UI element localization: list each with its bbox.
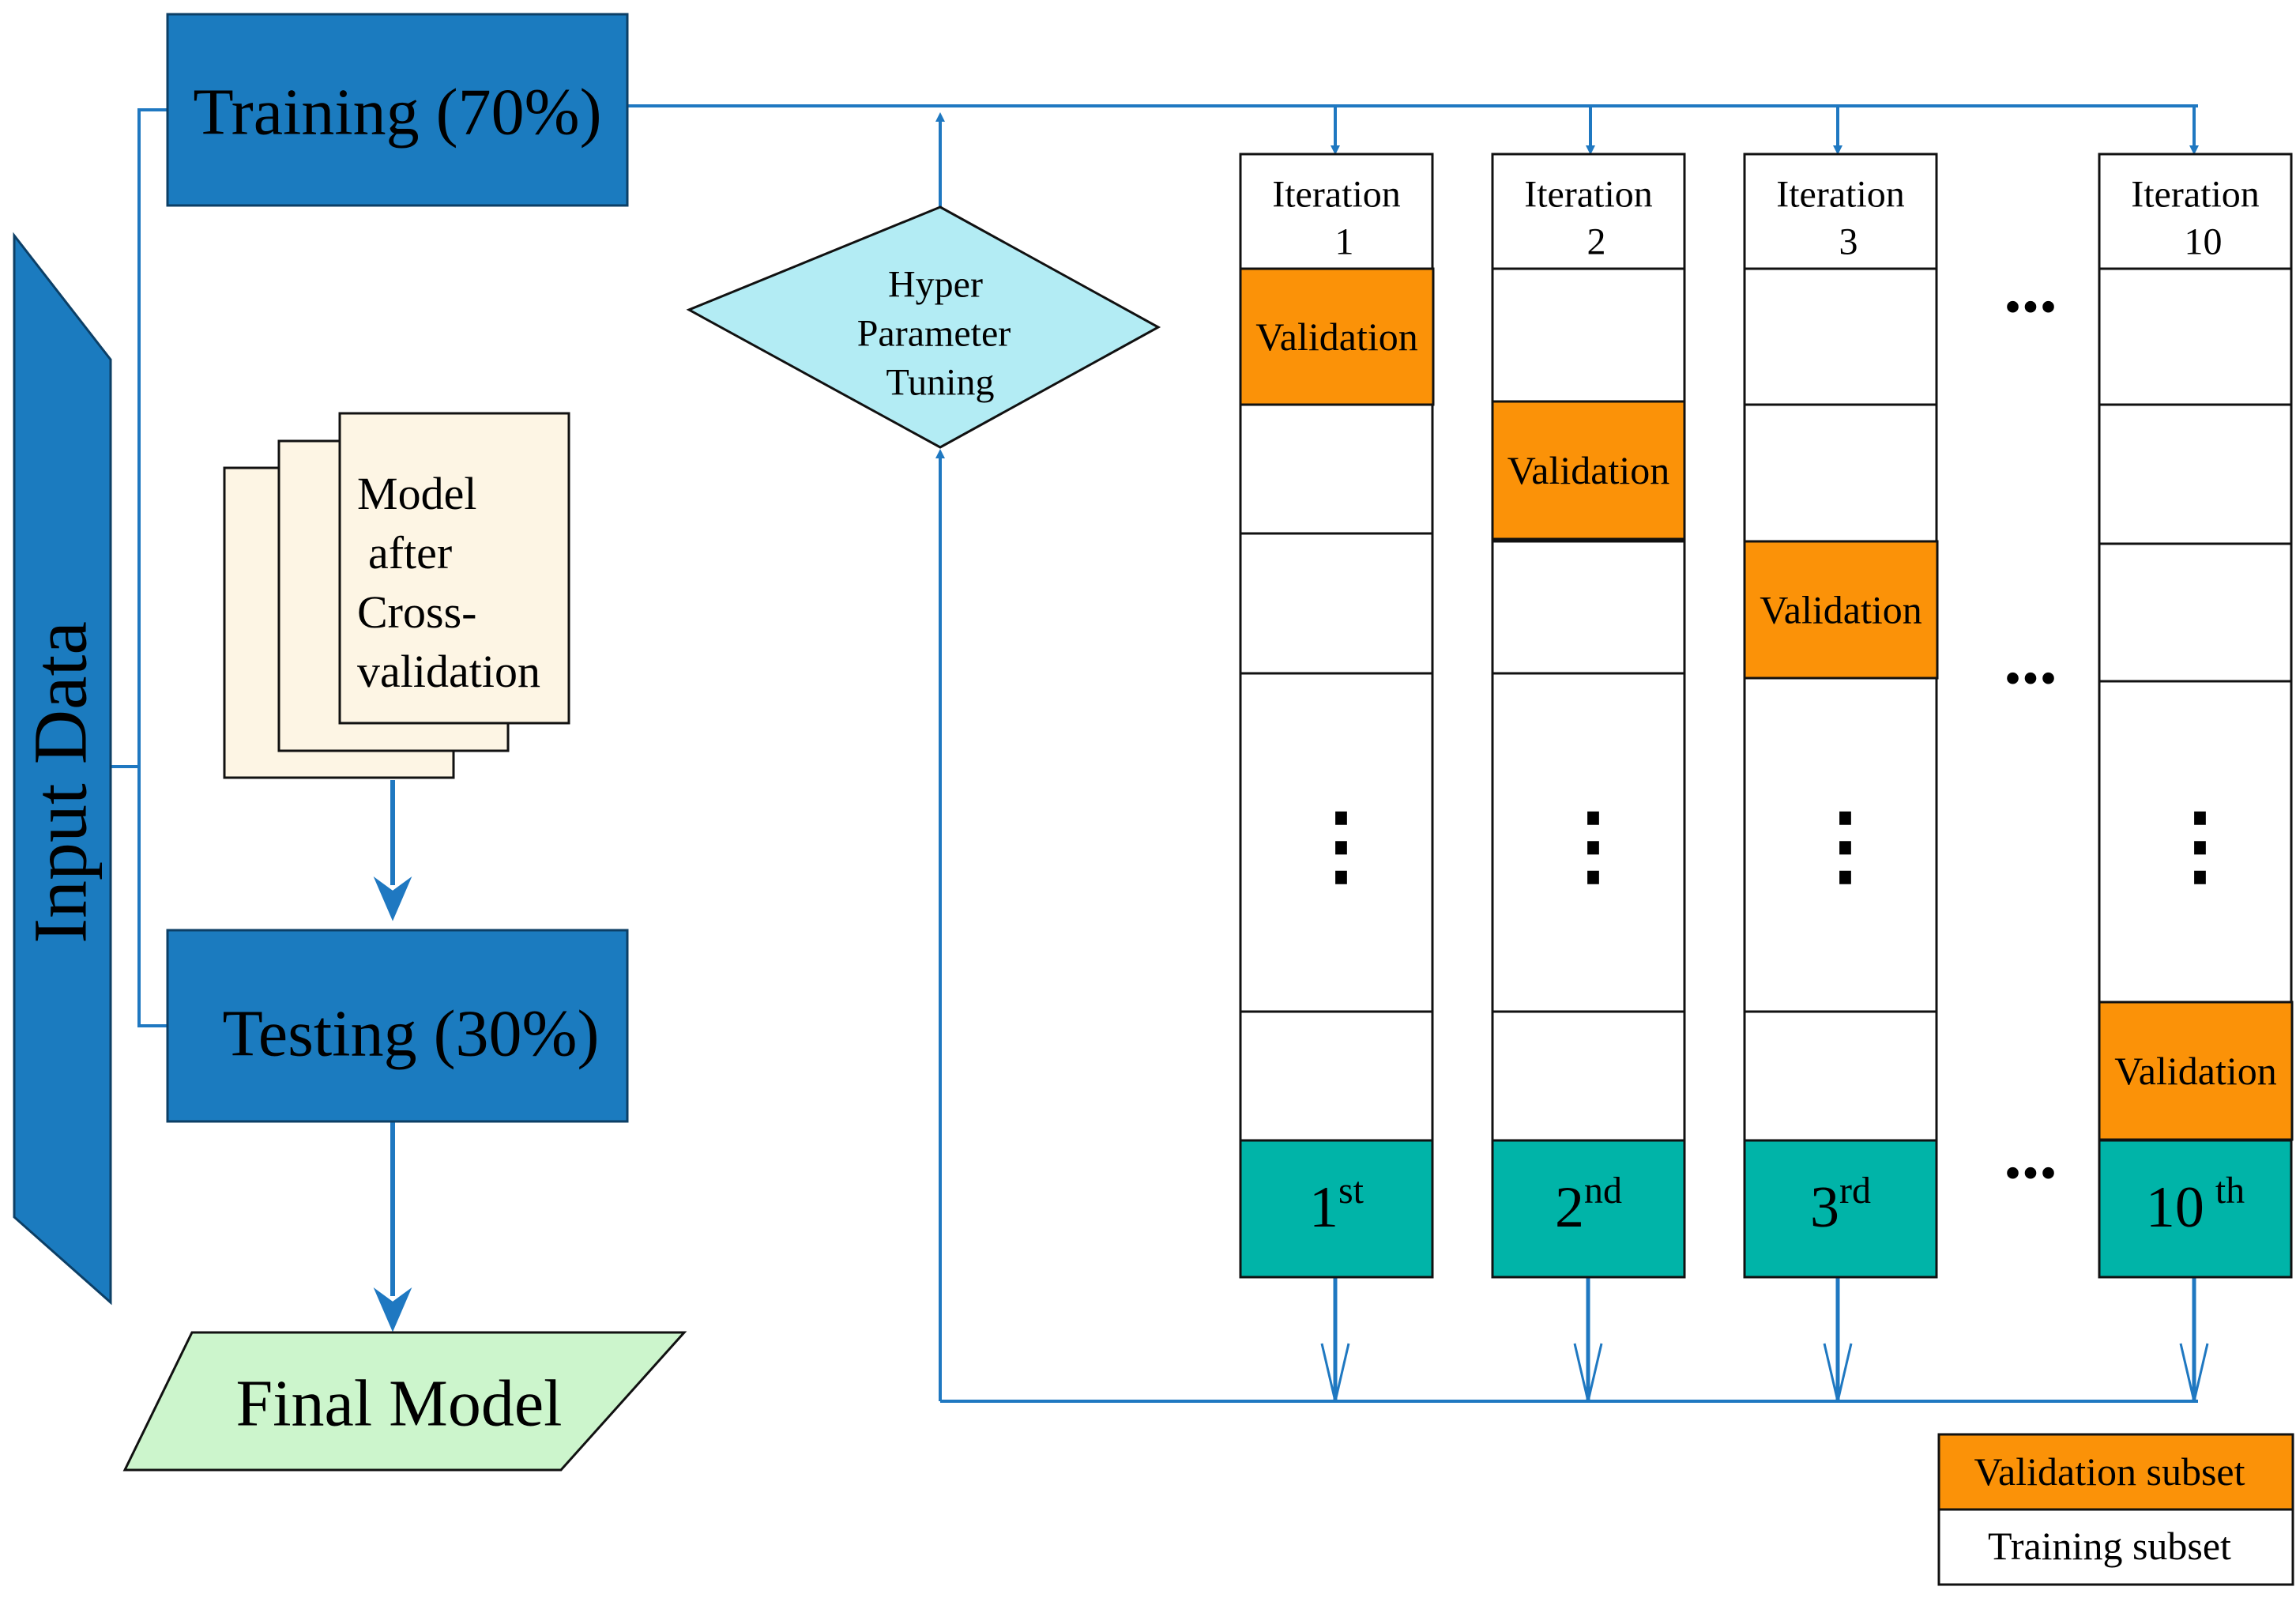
model-document-stack xyxy=(223,412,570,779)
tuning-diamond: Hyper Parameter Tuning xyxy=(686,205,1161,449)
input-training-connector xyxy=(107,108,167,768)
iteration-result-label: 2nd xyxy=(1555,1170,1622,1240)
iteration-frame xyxy=(1743,153,1938,1279)
iteration-result-cell xyxy=(1743,1139,1938,1279)
iteration-number: 2 xyxy=(1587,221,1606,263)
testing-label: Testing (30%) xyxy=(222,997,599,1071)
iteration-result-cell xyxy=(1239,1139,1434,1279)
fold-ellipsis: ⋮ xyxy=(1550,797,1637,894)
iteration-result-label: 1st xyxy=(1309,1170,1364,1240)
fold-ellipsis: ⋮ xyxy=(1802,797,1889,894)
iteration-result-cell xyxy=(2098,1139,2293,1279)
model-doc-line-2: after xyxy=(368,527,452,579)
result-ordinal-suffix: nd xyxy=(1584,1170,1622,1212)
validation-fold xyxy=(1239,267,1435,406)
doc-to-testing-head xyxy=(373,876,412,921)
model-doc-line-3: Cross- xyxy=(357,586,476,638)
final-model-label: Final Model xyxy=(236,1367,563,1441)
connector-lines xyxy=(107,104,2199,1403)
iteration-title: Iteration xyxy=(1272,174,1401,216)
validation-fold-label: Validation xyxy=(1760,588,1922,632)
iteration-result-cell xyxy=(1491,1139,1686,1279)
result-ordinal-number: 2 xyxy=(1555,1175,1584,1240)
legend-training-label: Training subset xyxy=(1988,1524,2231,1568)
result-ordinal-suffix: rd xyxy=(1839,1170,1871,1212)
input-data-shape: Input Data xyxy=(13,232,112,1306)
iteration-number: 3 xyxy=(1839,221,1858,263)
iteration-column-10: Iteration 10 ⋮ Validation 10 th xyxy=(2098,153,2294,1279)
result-ordinal-suffix: th xyxy=(2215,1170,2245,1212)
training-box: Training (70%) xyxy=(166,13,629,207)
result-arrow-2 xyxy=(1573,1277,1603,1402)
training-label: Training (70%) xyxy=(193,76,601,149)
model-doc-line-4: validation xyxy=(357,646,540,697)
iteration-title: Iteration xyxy=(1776,174,1905,216)
validation-fold-label: Validation xyxy=(1255,315,1418,359)
validation-fold xyxy=(1491,400,1686,541)
final-model-shape: Final Model xyxy=(122,1331,687,1472)
iteration-columns: Iteration1⋮Validation1stIteration2⋮Valid… xyxy=(1239,153,2294,1279)
iteration-number: 10 xyxy=(2185,221,2223,263)
iteration-frame xyxy=(1491,153,1686,1279)
tuning-line-1: Hyper xyxy=(888,264,983,306)
flow-arrows xyxy=(373,780,412,1332)
ellipsis-header-row: ... xyxy=(2004,249,2057,327)
ellipsis-middle-row: ... xyxy=(2004,620,2057,699)
legend-training-swatch xyxy=(1937,1508,2294,1586)
testing-to-final-head xyxy=(373,1287,412,1332)
iteration-title: Iteration xyxy=(1524,174,1653,216)
model-document-text: Model after Cross- validation xyxy=(357,468,540,697)
result-arrow-3 xyxy=(1823,1277,1853,1402)
validation-fold-label: Validation xyxy=(2114,1049,2277,1093)
testing-box: Testing (30%) xyxy=(166,929,629,1123)
legend: Validation subset Training subset xyxy=(1937,1433,2294,1586)
doc-page-front xyxy=(338,412,570,725)
result-ordinal-number: 1 xyxy=(1309,1175,1338,1240)
fold-ellipsis: ⋮ xyxy=(1298,797,1385,894)
validation-fold xyxy=(2098,1001,2294,1141)
result-ordinal-number: 3 xyxy=(1810,1175,1839,1240)
result-ordinal-suffix: st xyxy=(1338,1170,1364,1212)
validation-fold xyxy=(1743,540,1939,680)
iteration-result-label: 3rd xyxy=(1810,1170,1871,1240)
iteration-title: Iteration xyxy=(2131,174,2260,216)
result-arrow-1 xyxy=(1320,1277,1350,1402)
result-arrow-10 xyxy=(2179,1277,2209,1402)
result-ordinal-number: 10 xyxy=(2146,1175,2204,1240)
fold-ellipsis: ⋮ xyxy=(2157,797,2244,894)
model-doc-line-1: Model xyxy=(357,468,476,519)
row-ellipses: ... ... ... xyxy=(2004,249,2057,1193)
ellipsis-result-row: ... xyxy=(2004,1115,2057,1193)
input-testing-connector xyxy=(137,767,167,1027)
validation-fold-label: Validation xyxy=(1507,448,1670,492)
result-arrows xyxy=(1320,1277,2209,1402)
iteration-number: 1 xyxy=(1335,221,1354,263)
legend-validation-label: Validation subset xyxy=(1974,1449,2245,1494)
iteration-result-label: 10 th xyxy=(2146,1170,2245,1240)
input-data-label: Input Data xyxy=(18,621,103,944)
tuning-line-2: Parameter xyxy=(857,313,1011,355)
tuning-line-3: Tuning xyxy=(886,362,995,404)
